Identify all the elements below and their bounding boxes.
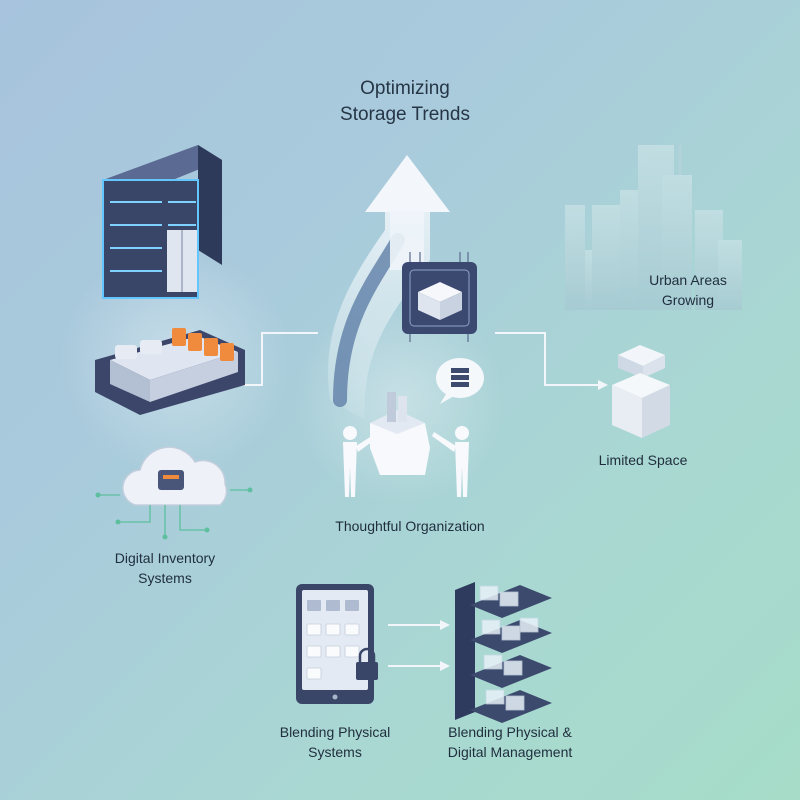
urban-line-1: Urban Areas <box>649 272 727 288</box>
upward-arrow-icon <box>328 155 450 420</box>
limited-space-text: Limited Space <box>598 452 688 468</box>
speech-bubble-icon <box>436 358 484 404</box>
label-limited-space: Limited Space <box>578 450 708 470</box>
blending-physical-line-2: Systems <box>308 744 362 760</box>
people-box-icon <box>343 392 469 497</box>
blending-physical-line-1: Blending Physical <box>279 724 391 740</box>
connector-lines <box>240 332 608 671</box>
blending-mgmt-line-1: Blending Physical & <box>448 724 572 740</box>
label-urban-areas: Urban Areas Growing <box>628 270 748 310</box>
urban-line-2: Growing <box>661 292 715 308</box>
label-digital-inventory: Digital Inventory Systems <box>90 548 240 588</box>
blending-mgmt-line-2: Digital Management <box>447 744 573 760</box>
puzzle-blocks-icon <box>612 345 670 438</box>
lock-icon <box>356 647 378 680</box>
digital-inventory-line-2: Systems <box>138 570 192 586</box>
title-line-2: Storage Trends <box>340 104 470 125</box>
shelf-rack-icon <box>455 582 552 723</box>
bookshelf-icon <box>102 145 222 299</box>
tablet-folders-icon <box>296 584 374 704</box>
digital-inventory-line-1: Digital Inventory <box>114 550 216 566</box>
thoughtful-text: Thoughtful Organization <box>335 518 485 534</box>
cloud-inventory-icon <box>95 446 253 540</box>
sofa-bed-icon <box>95 328 245 415</box>
diagram-title: Optimizing Storage Trends <box>300 76 510 128</box>
title-line-1: Optimizing <box>360 78 450 99</box>
label-thoughtful-organization: Thoughtful Organization <box>305 516 515 536</box>
label-blending-physical: Blending Physical Systems <box>255 722 415 762</box>
label-blending-management: Blending Physical & Digital Management <box>425 722 595 762</box>
package-chip-icon <box>402 252 477 342</box>
city-skyline-icon <box>565 145 742 310</box>
